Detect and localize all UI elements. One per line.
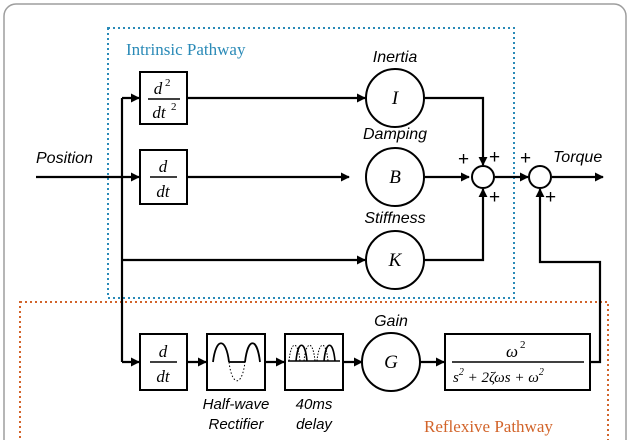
stiffness-symbol: K: [388, 250, 403, 271]
sum2-sign-bottom: +: [545, 187, 556, 208]
d2-den-sup: 2: [171, 101, 177, 113]
stiffness-label: Stiffness: [364, 210, 425, 227]
d2-num: d: [154, 79, 163, 98]
d1r-den: dt: [156, 367, 171, 386]
d2-den: dt: [152, 103, 167, 122]
reflexive-label: Reflexive Pathway: [424, 417, 553, 436]
tf-den: s2 + 2ζωs + ω2: [453, 367, 544, 386]
sum1-sign-top: +: [489, 147, 500, 168]
rectifier-wave-dotted: [228, 361, 246, 382]
rectifier-label-2: Rectifier: [208, 416, 264, 433]
damping-label: Damping: [363, 126, 427, 143]
d2-dt2-block: d 2 dt 2: [139, 71, 188, 125]
rectifier-label-1: Half-wave: [203, 396, 270, 413]
tf-num-sup: 2: [520, 339, 526, 351]
position-label: Position: [36, 150, 93, 167]
d1-den: dt: [156, 182, 171, 201]
delay-label-2: delay: [296, 416, 333, 433]
delay-label-1: 40ms: [296, 396, 333, 413]
sum1-sign-bottom: +: [489, 187, 500, 208]
intrinsic-region: [107, 27, 515, 299]
inertia-gain: I: [365, 68, 425, 128]
rectifier-wave-2: [244, 342, 261, 363]
i-to-sum1: [425, 96, 488, 166]
d1-num: d: [159, 157, 168, 176]
delay-block: [284, 333, 344, 391]
damping-gain: B: [365, 147, 425, 207]
outer-frame: [3, 3, 627, 445]
inertia-label: Inertia: [373, 49, 418, 66]
stiffness-gain: K: [365, 230, 425, 290]
k-to-sum1: [413, 188, 488, 262]
sum-junction-intrinsic: [471, 165, 495, 189]
torque-label: Torque: [553, 149, 602, 166]
gain-label: Gain: [374, 313, 408, 330]
rectifier-block: [206, 333, 266, 391]
reflex-gain: G: [361, 332, 421, 392]
transfer-function-block: ω 2 s2 + 2ζωs + ω2: [444, 333, 591, 391]
sum-junction-output: [528, 165, 552, 189]
reflex-d-dt-block: d dt: [139, 333, 188, 391]
gain-symbol: G: [384, 352, 398, 373]
d-dt-block: d dt: [139, 149, 188, 205]
inertia-symbol: I: [391, 88, 400, 109]
d1r-num: d: [159, 342, 168, 361]
d2-num-sup: 2: [165, 77, 171, 89]
intrinsic-label: Intrinsic Pathway: [126, 40, 246, 59]
sum2-sign-left: +: [520, 148, 531, 169]
tf-num: ω: [506, 342, 518, 361]
damping-symbol: B: [389, 167, 401, 188]
sum1-sign-upper-left: +: [458, 149, 469, 170]
reflexive-region: [19, 301, 609, 445]
rectifier-wave-1: [212, 342, 230, 363]
tf-to-sum2: [535, 188, 602, 364]
signal-lines: [36, 93, 604, 367]
